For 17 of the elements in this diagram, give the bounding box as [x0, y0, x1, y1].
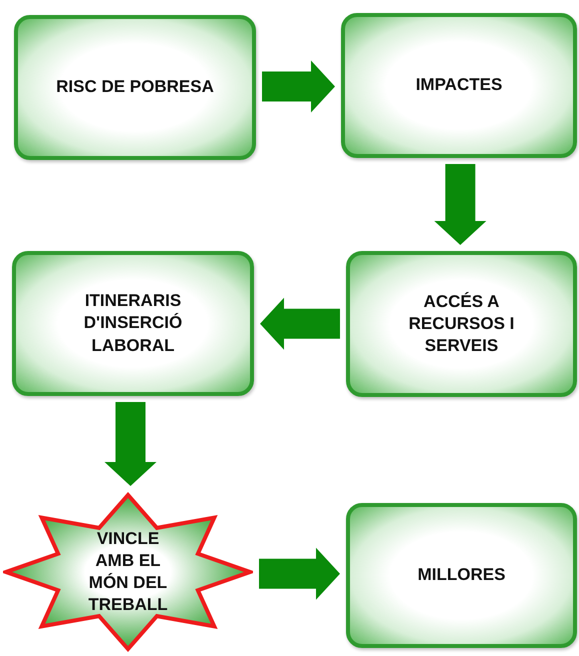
node-label: ACCÉS A RECURSOS I SERVEIS [408, 290, 516, 358]
process-box [12, 251, 254, 396]
node-label: ITINERARIS D'INSERCIÓ LABORAL [82, 290, 184, 357]
node-label: MILLORES [418, 564, 506, 586]
process-box [341, 13, 577, 158]
star-shape [3, 492, 253, 652]
node-label: RISC DE POBRESA [56, 76, 214, 98]
block-arrow [259, 548, 340, 600]
block-arrow [104, 402, 156, 486]
block-arrow [434, 164, 486, 245]
process-box [346, 251, 577, 397]
node-label: IMPACTES [416, 74, 502, 96]
process-box [346, 503, 577, 648]
process-box [14, 15, 256, 160]
block-arrow [262, 60, 335, 112]
block-arrow [260, 298, 340, 350]
node-label: VINCLE AMB EL MÓN DEL TREBALL [87, 528, 169, 616]
